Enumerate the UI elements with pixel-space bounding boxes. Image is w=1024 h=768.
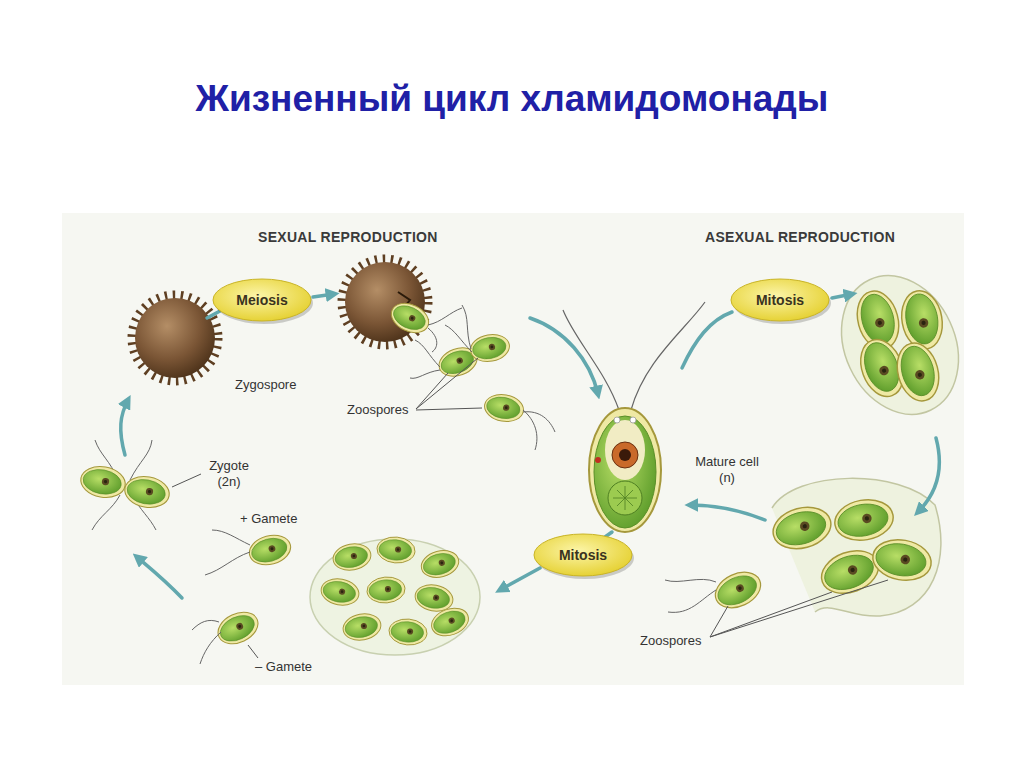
page-title: Жизненный цикл хламидомонады [0, 78, 1024, 120]
gamete-cluster [310, 535, 480, 655]
gamete-cluster-part [319, 576, 361, 608]
stage-label: Zoospores [640, 633, 701, 649]
leader-lines-part [710, 580, 888, 637]
gametes-part [205, 530, 250, 575]
cycle-arrows-part [121, 400, 128, 455]
node-text: Mitosis [559, 547, 607, 563]
mature-cell-part [613, 486, 637, 510]
process-oval: Meiosis [212, 278, 312, 322]
gamete-cluster-part [341, 611, 383, 643]
section-heading: ASEXUAL REPRODUCTION [705, 229, 895, 246]
stage-label: Mature cell (n) [686, 454, 768, 486]
germinating-zygospore-part [387, 298, 434, 339]
mature-cell-part [614, 417, 620, 423]
germinating-zygospore-part [428, 308, 462, 352]
stage-label: Zygote (2n) [201, 458, 257, 490]
zoospore-cells-part [410, 305, 555, 450]
gametes-part [192, 620, 221, 664]
gamete-cluster-part [428, 603, 473, 640]
cycle-arrows-part [207, 311, 220, 318]
released-zoospores-part [768, 501, 835, 555]
released-zoospores [665, 478, 941, 616]
mature-cell-part [563, 302, 705, 410]
process-oval: Mitosis [533, 533, 633, 577]
zygote-part [122, 473, 171, 511]
leader-lines [172, 358, 888, 658]
mature-cell-part [612, 442, 638, 468]
cycle-arrows-part [690, 505, 765, 520]
leader-lines-part [416, 358, 482, 410]
zoospore-cells-part [482, 391, 525, 424]
stage-label: Zoospores [347, 402, 408, 418]
zygospore [132, 295, 218, 381]
gametes [192, 530, 294, 664]
oval-fill [731, 279, 829, 321]
cycle-arrows-part [530, 318, 598, 394]
zoospore-cells-part [468, 331, 511, 364]
mature-cell-part [605, 420, 645, 480]
gametes-part [213, 606, 263, 650]
zygospore-part [132, 295, 218, 381]
node-text: Meiosis [236, 292, 287, 308]
stage-label: + Gamete [240, 511, 297, 527]
node-text: Mitosis [756, 292, 804, 308]
cycle-arrows-part [682, 312, 732, 368]
mature-cell [563, 302, 705, 532]
panel-ground [62, 213, 964, 685]
cycle-arrows-part [137, 557, 182, 598]
section-heading: SEXUAL REPRODUCTION [258, 229, 438, 246]
cycle-arrows [121, 294, 940, 598]
zygote-part [78, 463, 127, 501]
mature-cell-part [630, 417, 636, 423]
released-zoospores-part [665, 579, 716, 612]
germinating-zygospore [342, 259, 462, 352]
released-zoospores-part [710, 565, 767, 614]
process-oval: Mitosis [730, 278, 830, 322]
zoospore-cells [410, 305, 555, 450]
gamete-cluster-part [388, 617, 428, 646]
cycle-arrows-part [500, 568, 540, 590]
stage-label: – Gamete [255, 659, 312, 675]
stage-label: Zygospore [235, 377, 296, 393]
mature-cell-part [589, 408, 661, 532]
released-zoospores-part [870, 535, 935, 585]
oval-fill [213, 279, 311, 321]
mature-cell-part [619, 449, 631, 461]
dividing-cells-part [897, 288, 947, 353]
cycle-arrows-part [832, 294, 852, 298]
cycle-arrows-part [918, 438, 939, 512]
mature-cell-part [608, 481, 642, 515]
gamete-cluster-part [418, 547, 461, 582]
mature-cell-part [595, 457, 601, 463]
mature-cell-part [594, 416, 656, 528]
gamete-cluster-part [366, 575, 406, 604]
dividing-cells-part [820, 257, 981, 434]
gametes-part [246, 531, 294, 569]
released-zoospores-part [832, 495, 897, 545]
cycle-arrows-part [313, 294, 334, 297]
gamete-cluster-part [376, 535, 416, 564]
leader-lines-part [248, 645, 258, 658]
oval-fill [534, 534, 632, 576]
leader-lines-part [172, 474, 201, 487]
gamete-cluster-part [331, 541, 373, 573]
dividing-cells-part [891, 338, 945, 405]
dividing-cells [820, 257, 981, 434]
